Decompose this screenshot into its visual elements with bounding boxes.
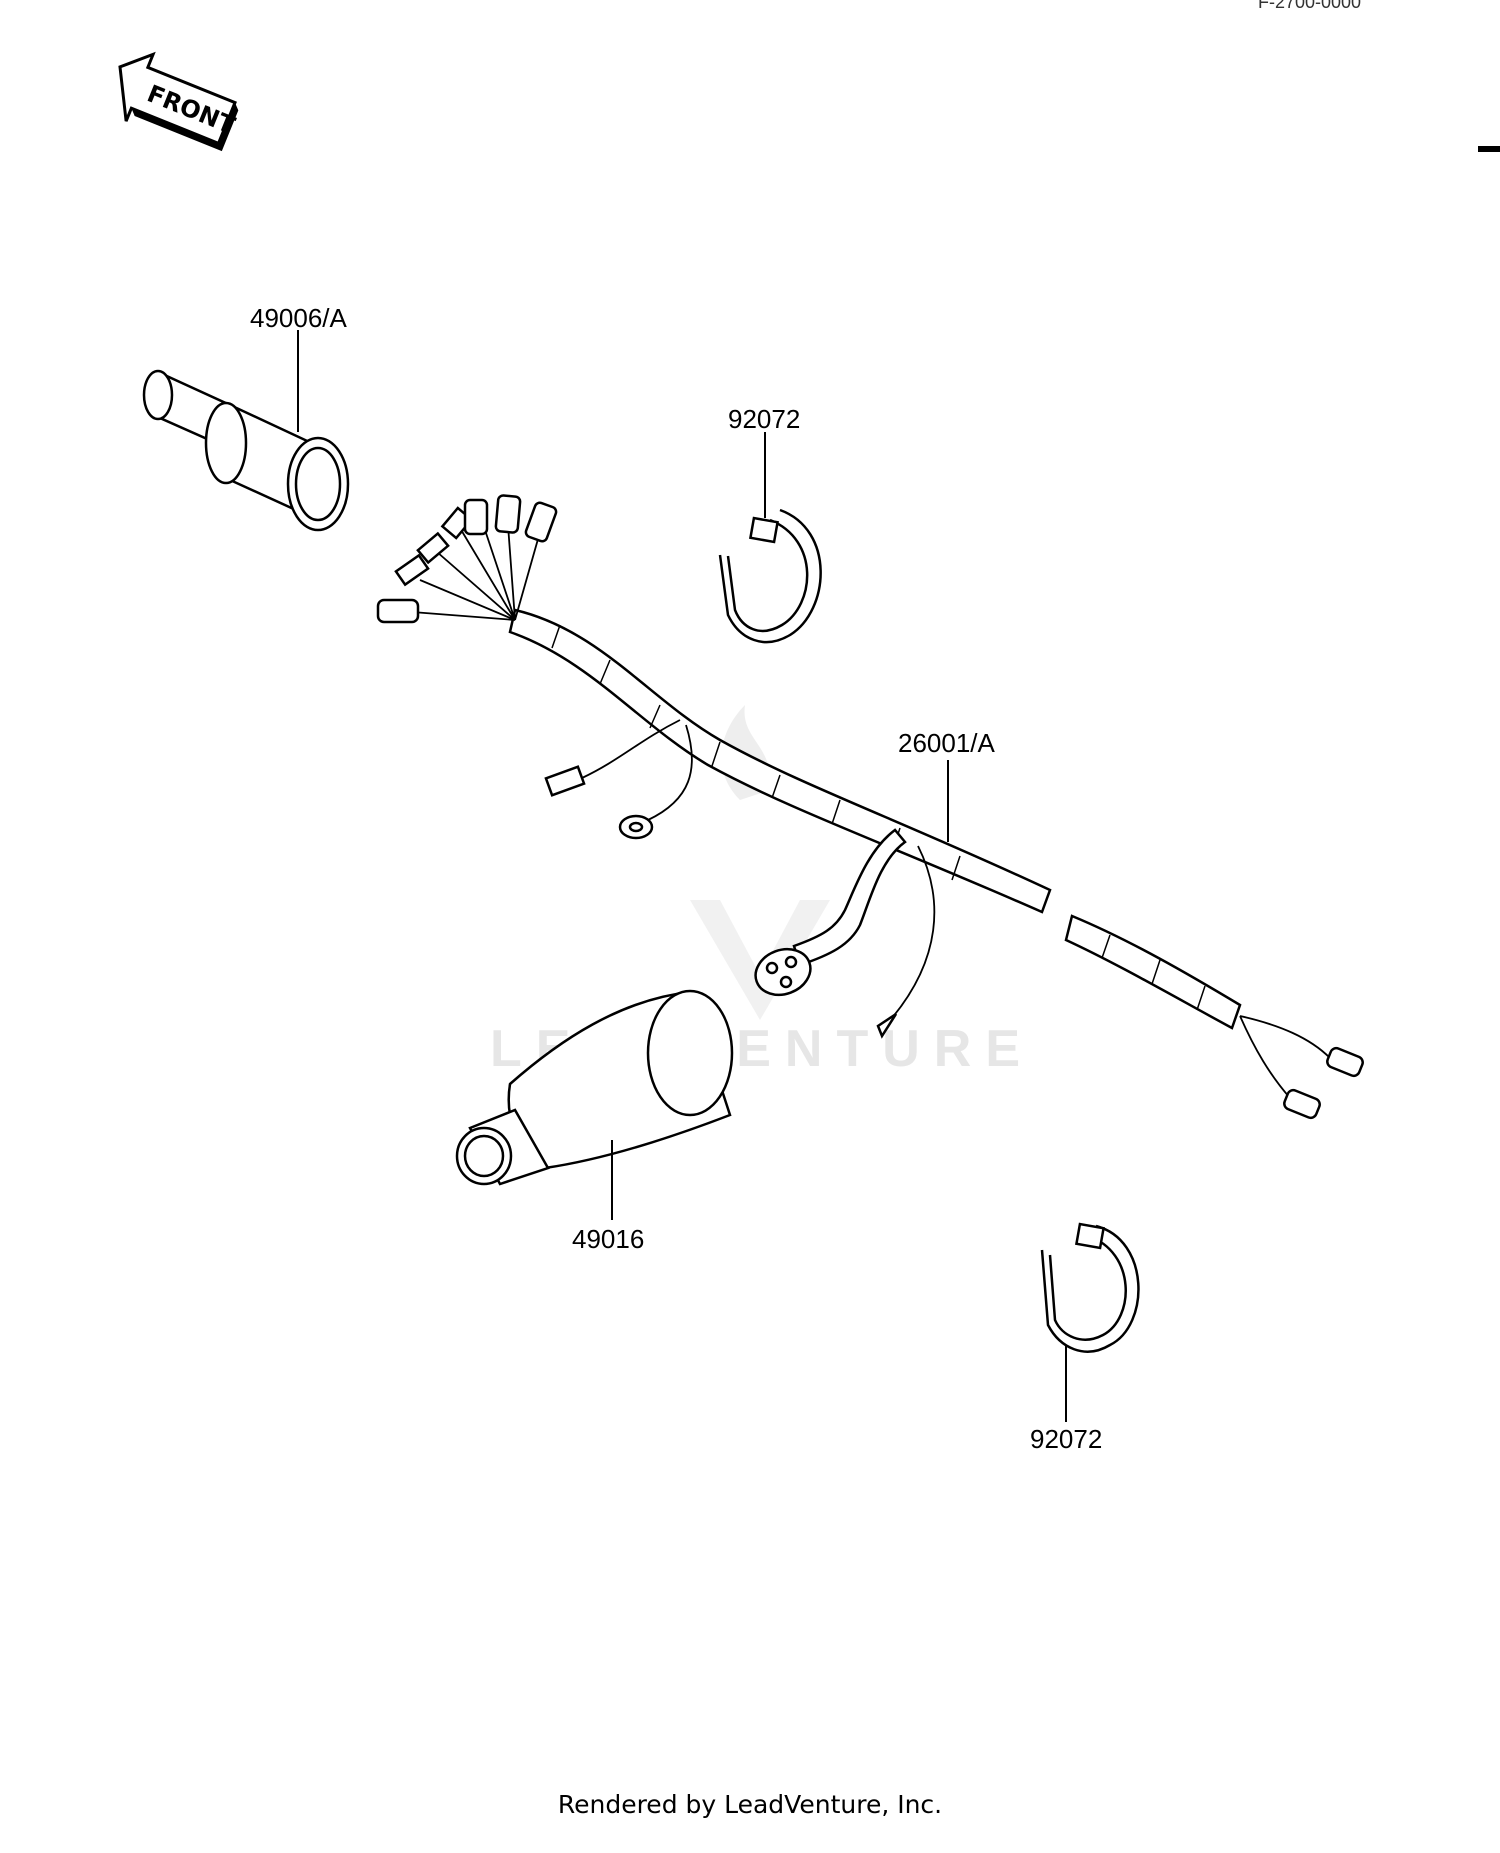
clamp-92072-top — [718, 508, 822, 644]
part-number-26001A: 26001/A — [898, 728, 996, 758]
clamp-92072-bottom — [1040, 1222, 1140, 1353]
part-number-49016: 49016 — [572, 1224, 644, 1254]
drawing-code: F-2700-0000 — [1258, 0, 1361, 12]
page-edge-mark — [1478, 146, 1500, 152]
part-number-92072-top: 92072 — [728, 404, 800, 434]
grommet-49016 — [455, 989, 734, 1186]
wiring-harness-26001A — [376, 494, 1364, 1120]
grommet-49006A — [142, 369, 350, 532]
footer-credit: Rendered by LeadVenture, Inc. — [557, 1790, 943, 1819]
part-number-92072-bottom: 92072 — [1030, 1424, 1102, 1454]
part-number-49006A: 49006/A — [250, 303, 348, 333]
front-arrow-icon: FRONT — [118, 51, 239, 152]
